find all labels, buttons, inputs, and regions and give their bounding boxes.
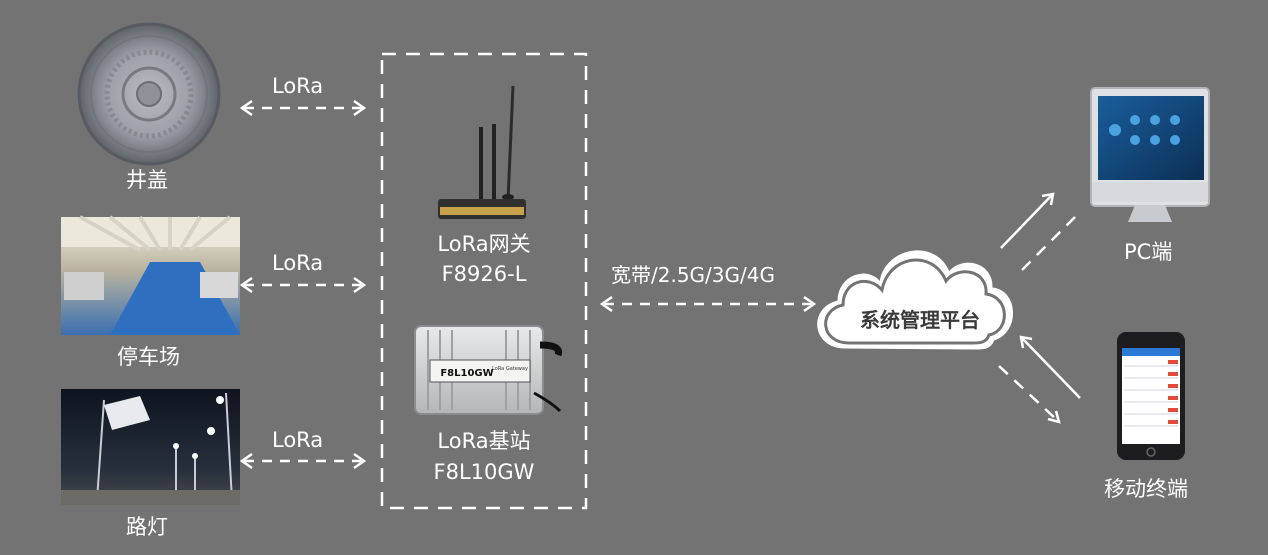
manhole-caption: 井盖	[126, 168, 168, 192]
monitor-icon	[1090, 87, 1210, 222]
base-station-model: F8L10GW	[433, 460, 535, 484]
gateway-photo	[438, 85, 526, 219]
platform-label: 系统管理平台	[860, 308, 980, 332]
base-station-name: LoRa基站	[437, 429, 531, 453]
device-links	[239, 99, 1081, 470]
parking-link-label: LoRa	[272, 251, 324, 275]
plate-model: F8L10GW	[440, 368, 493, 379]
cloud-icon	[817, 250, 1013, 350]
streetlight-link-label: LoRa	[272, 428, 324, 452]
plate-caption: LoRa Gateway	[492, 366, 528, 372]
parking-photo	[61, 215, 240, 335]
mobile-caption: 移动终端	[1104, 477, 1188, 501]
pc-caption: PC端	[1124, 240, 1173, 264]
uplink-label: 宽带/2.5G/3G/4G	[611, 263, 775, 287]
smartphone-icon	[1117, 332, 1185, 460]
gateway-name: LoRa网关	[437, 232, 531, 256]
streetlight-photo	[61, 389, 240, 505]
parking-caption: 停车场	[117, 345, 180, 369]
gateway-model: F8926-L	[441, 262, 527, 286]
gateway-group-box	[380, 52, 588, 510]
manhole-photo	[77, 22, 221, 166]
streetlight-caption: 路灯	[126, 515, 168, 539]
base-station-photo: F8L10GW LoRa Gateway	[414, 325, 563, 415]
manhole-link-label: LoRa	[272, 74, 324, 98]
